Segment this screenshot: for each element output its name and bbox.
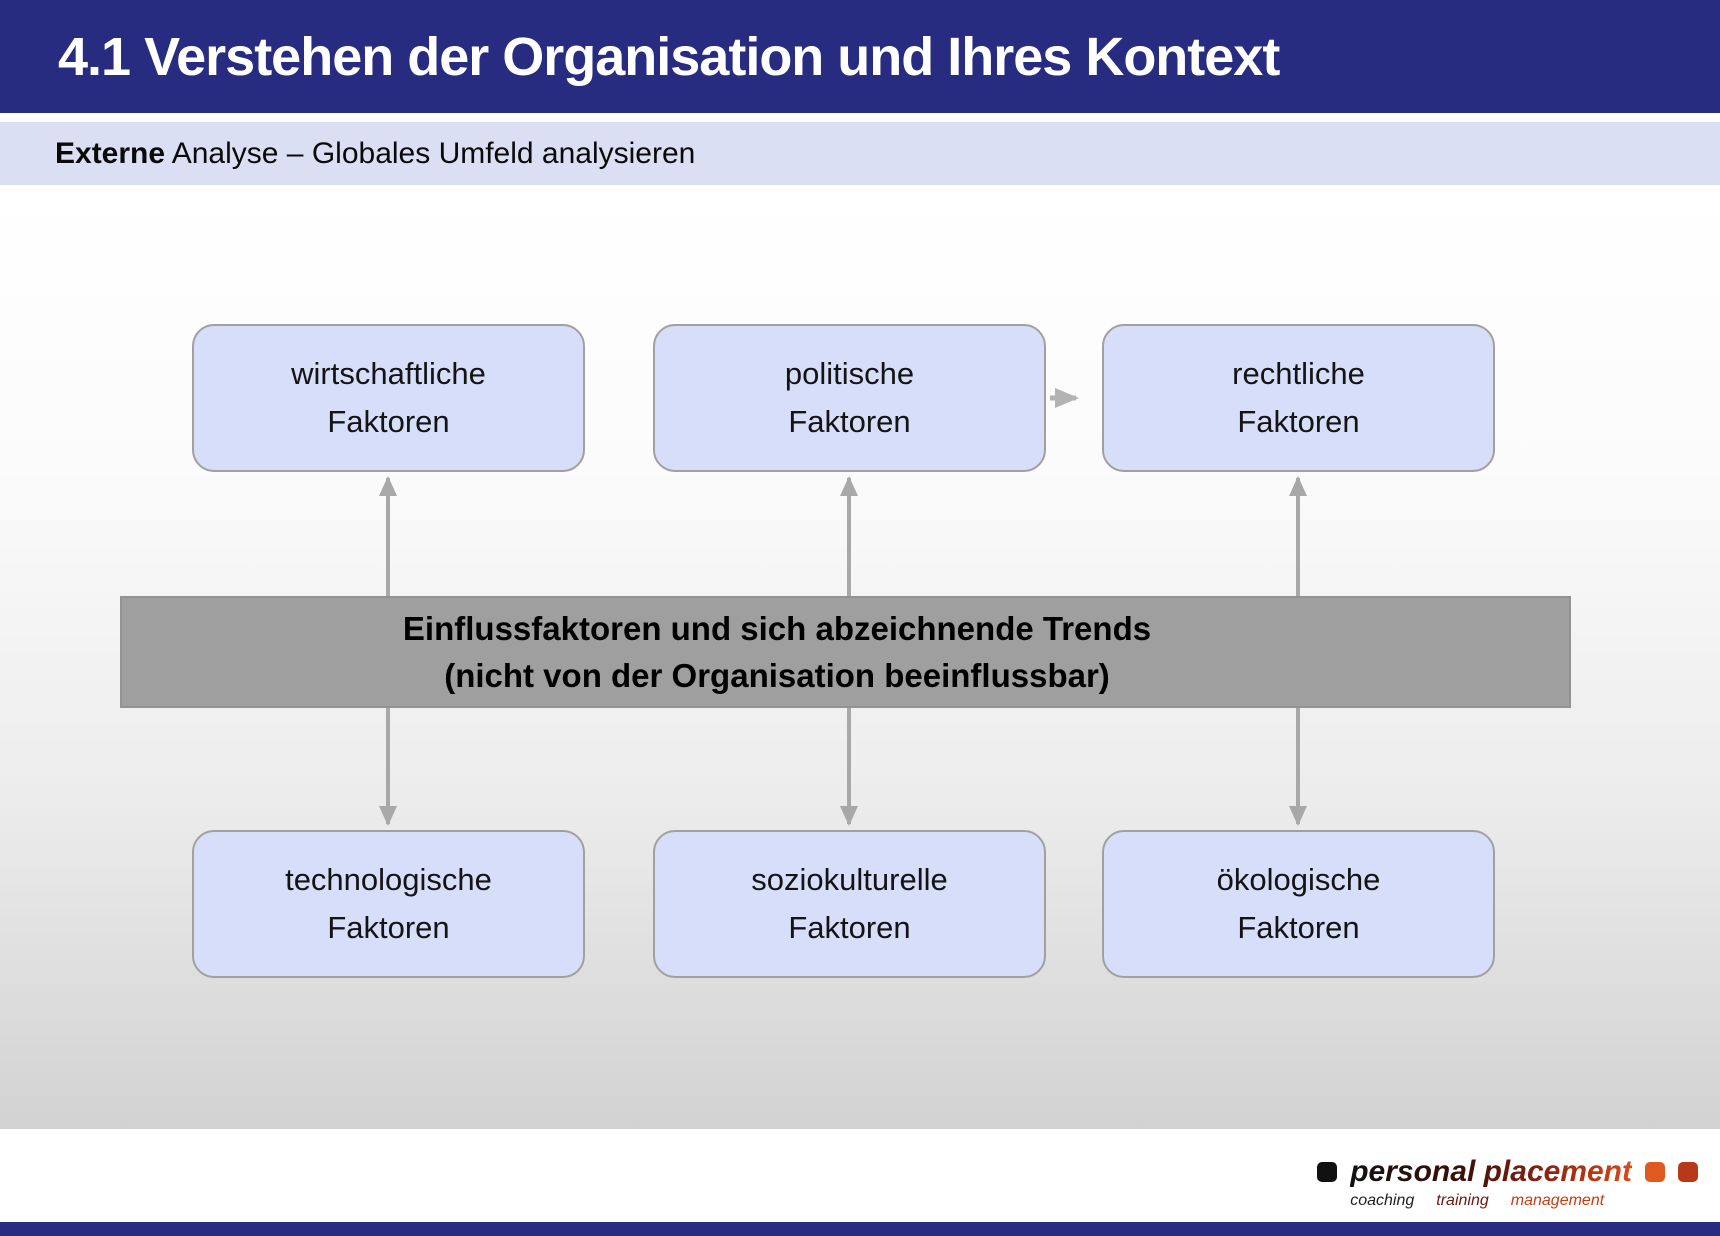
tagline-coaching: coaching bbox=[1350, 1192, 1415, 1209]
factor-box-label: ökologische Faktoren bbox=[1216, 862, 1381, 945]
logo-square-orange-icon bbox=[1645, 1162, 1665, 1182]
band-line-1: Einflussfaktoren und sich abzeichnende T… bbox=[402, 610, 1152, 647]
factor-box-label: technologische Faktoren bbox=[285, 862, 492, 945]
logo-square-black-icon bbox=[1317, 1162, 1338, 1182]
box-wirtschaftliche-faktoren: wirtschaftliche Faktoren bbox=[192, 324, 585, 472]
tagline-training: training bbox=[1436, 1192, 1489, 1209]
logo-brand-text: personal placement bbox=[1350, 1155, 1632, 1188]
factor-box-label: soziokulturelle Faktoren bbox=[751, 862, 948, 945]
box-soziokulturelle-faktoren: soziokulturelle Faktoren bbox=[653, 830, 1046, 978]
tagline-management: management bbox=[1510, 1192, 1605, 1209]
box-politische-faktoren: politische Faktoren bbox=[653, 324, 1046, 472]
logo-brand-row: personal placement bbox=[1317, 1155, 1698, 1189]
company-logo: personal placement coaching training man… bbox=[1317, 1155, 1698, 1210]
subtitle: Externe Analyse – Globales Umfeld analys… bbox=[0, 137, 695, 171]
box-rechtliche-faktoren: rechtliche Faktoren bbox=[1102, 324, 1495, 472]
page-title: 4.1 Verstehen der Organisation und Ihres… bbox=[58, 26, 1280, 87]
logo-square-red-icon bbox=[1678, 1162, 1698, 1182]
subtitle-bold: Externe bbox=[55, 136, 166, 170]
factor-box-label: rechtliche Faktoren bbox=[1232, 356, 1365, 439]
subtitle-bar: Externe Analyse – Globales Umfeld analys… bbox=[0, 122, 1720, 185]
box-oekologische-faktoren: ökologische Faktoren bbox=[1102, 830, 1495, 978]
box-technologische-faktoren: technologische Faktoren bbox=[192, 830, 585, 978]
band-line-2: (nicht von der Organisation beeinflussba… bbox=[444, 657, 1110, 694]
factor-box-label: politische Faktoren bbox=[784, 356, 915, 439]
footer-bar bbox=[0, 1222, 1720, 1236]
subtitle-rest: Analyse – Globales Umfeld analysieren bbox=[165, 136, 696, 170]
factor-box-label: wirtschaftliche Faktoren bbox=[291, 356, 486, 439]
logo-tagline: coaching training management bbox=[1350, 1192, 1698, 1210]
title-bar: 4.1 Verstehen der Organisation und Ihres… bbox=[0, 0, 1720, 113]
influence-band-text: Einflussfaktoren und sich abzeichnende T… bbox=[122, 598, 1432, 699]
influence-band: Einflussfaktoren und sich abzeichnende T… bbox=[120, 596, 1571, 708]
